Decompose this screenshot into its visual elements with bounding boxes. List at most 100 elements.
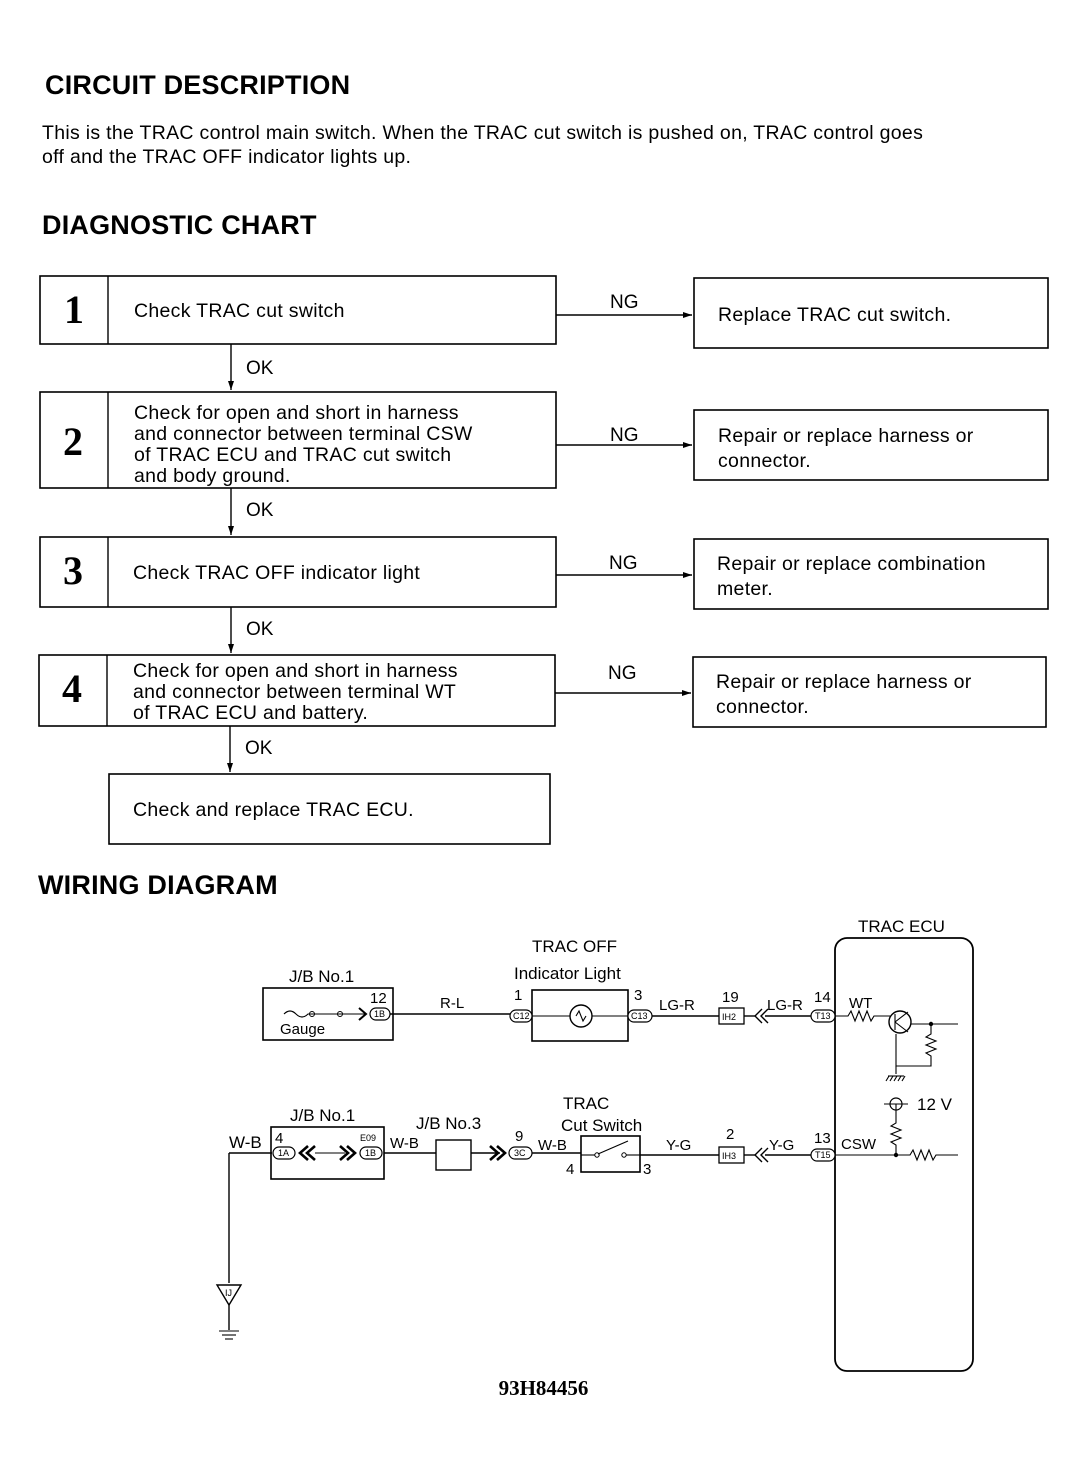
lower-jb1-connector-b-label: 1B [365, 1148, 376, 1158]
step-3-ng-text-line-1: Repair or replace combination [717, 553, 986, 575]
upper-circuit: J/B No.1 Gauge 12 1B R-L TRAC OFF Indica… [262, 937, 958, 1082]
upper-ecu-connector-label: T13 [815, 1011, 831, 1021]
upper-jb-connector-label: 1B [374, 1009, 385, 1019]
step-4-text-line-2: and connector between terminal WT [133, 681, 456, 703]
step-4-number: 4 [62, 666, 82, 711]
wiring-diagram: TRAC ECU J/B No.1 Gauge 12 1B R-L TRAC O… [215, 917, 974, 1372]
step-2-ng-label: NG [610, 425, 639, 446]
wire-lg-r-2-label: LG-R [767, 997, 803, 1014]
circuit-description-line-1: This is the TRAC control main switch. Wh… [42, 122, 924, 144]
supply-voltage-label: 12 V [917, 1095, 953, 1114]
lower-jb1-pin: 4 [275, 1130, 283, 1147]
lower-junction-connector-label: IH3 [722, 1151, 736, 1161]
step-4-text-line-3: of TRAC ECU and battery. [133, 702, 368, 724]
ground-point-icon [215, 1284, 243, 1307]
step-3: 3 Check TRAC OFF indicator light NG Repa… [39, 536, 1049, 610]
lower-junction-pin: 2 [726, 1126, 734, 1143]
step-2-box [39, 391, 557, 489]
step-1-ng-text: Replace TRAC cut switch. [718, 304, 951, 326]
indicator-pin-in: 1 [514, 987, 522, 1004]
ground-wire-label: W-B [229, 1133, 262, 1152]
step-1-ng-box [693, 277, 1049, 349]
step-4-ng-label: NG [608, 663, 637, 684]
indicator-label-2: Indicator Light [514, 964, 621, 983]
step-4-ng-text-line-1: Repair or replace harness or [716, 671, 972, 693]
indicator-connector-out-label: C13 [631, 1011, 648, 1021]
supply-icon [889, 1097, 903, 1111]
wt-resistor-icon [835, 1009, 890, 1023]
step-2-ng-text-line-2: connector. [718, 450, 811, 472]
upper-jb-pin: 12 [370, 990, 387, 1007]
jb3-pin: 9 [515, 1128, 523, 1145]
upper-ecu-pin: 14 [814, 989, 831, 1006]
diagnostic-flowchart: 1 Check TRAC cut switch NG Replace TRAC … [38, 275, 1049, 845]
ok-label-1: OK [246, 358, 274, 379]
step-1: 1 Check TRAC cut switch NG Replace TRAC … [39, 275, 1049, 349]
figure-id: 93H84456 [498, 1376, 589, 1400]
step-3-box [39, 536, 557, 608]
step-3-number: 3 [63, 548, 83, 593]
indicator-pin-out: 3 [634, 987, 642, 1004]
step-2-text-line-1: Check for open and short in harness [134, 402, 459, 424]
gauge-label: Gauge [280, 1021, 325, 1038]
lower-ecu-pin: 13 [814, 1130, 831, 1147]
wire-y-g-1-label: Y-G [666, 1137, 691, 1154]
ecu-terminal-wt: WT [849, 995, 872, 1012]
switch-label-1: TRAC [563, 1094, 609, 1113]
transistor-icon [888, 1010, 912, 1034]
ok-label-4: OK [245, 738, 273, 759]
final-action-box [108, 773, 551, 845]
wiring-diagram-heading: WIRING DIAGRAM [38, 870, 278, 900]
lower-jb1-code: E09 [360, 1133, 376, 1143]
step-2-text-line-2: and connector between terminal CSW [134, 423, 473, 445]
switch-box [580, 1135, 641, 1173]
final-action-text: Check and replace TRAC ECU. [133, 799, 414, 821]
step-1-number: 1 [64, 287, 84, 332]
upper-junction-connector-label: IH2 [722, 1012, 736, 1022]
step-4-text-line-1: Check for open and short in harness [133, 660, 458, 682]
step-1-box [39, 275, 557, 345]
step-3-ng-box [693, 538, 1049, 610]
wire-w-b-2-label: W-B [538, 1137, 567, 1154]
lower-jb1-connector-a [272, 1146, 296, 1160]
step-2-text-line-4: and body ground. [134, 465, 291, 487]
wire-y-g-2-label: Y-G [769, 1137, 794, 1154]
step-1-ng-label: NG [610, 292, 639, 313]
ok-label-3: OK [246, 619, 274, 640]
pullup-resistor-icon [889, 1104, 903, 1155]
indicator-connector-in [509, 1009, 533, 1023]
lower-jb1-label: J/B No.1 [290, 1106, 355, 1125]
step-2-ng-text-line-1: Repair or replace harness or [718, 425, 974, 447]
lower-circuit: W-B IJ J/B No.1 4 1A E09 1B W-B J/B No.3 [215, 1094, 958, 1340]
ecu-terminal-csw: CSW [841, 1136, 877, 1153]
step-4-box [38, 654, 556, 727]
diagnostic-chart-heading: DIAGNOSTIC CHART [42, 210, 317, 240]
step-4: 4 Check for open and short in harness an… [38, 654, 1047, 728]
step-2: 2 Check for open and short in harness an… [39, 391, 1049, 489]
wire-r-l-label: R-L [440, 995, 464, 1012]
switch-contact-icon [597, 1140, 629, 1155]
step-2-number: 2 [63, 419, 83, 464]
step-3-text: Check TRAC OFF indicator light [133, 562, 420, 584]
step-2-ng-box [693, 409, 1049, 481]
ok-label-2: OK [246, 500, 274, 521]
switch-label-2: Cut Switch [561, 1116, 642, 1135]
step-4-ng-box [692, 656, 1047, 728]
switch-pin-in: 4 [566, 1161, 574, 1178]
upper-jb-label: J/B No.1 [289, 967, 354, 986]
step-2-text-line-3: of TRAC ECU and TRAC cut switch [134, 444, 451, 466]
switch-pin-out: 3 [643, 1161, 651, 1178]
step-3-ng-text-line-2: meter. [717, 578, 773, 600]
ground-point-label: IJ [225, 1288, 232, 1298]
indicator-connector-in-label: C12 [513, 1011, 530, 1021]
lower-jb1-connector-a-label: 1A [278, 1148, 289, 1158]
csw-resistor-icon [896, 1148, 958, 1162]
jb3-label: J/B No.3 [416, 1114, 481, 1133]
step-4-ng-text-line-2: connector. [716, 696, 809, 718]
upper-junction-pin: 19 [722, 989, 739, 1006]
wire-lg-r-1-label: LG-R [659, 997, 695, 1014]
lower-ecu-connector-label: T15 [815, 1150, 831, 1160]
wire-w-b-1-label: W-B [390, 1135, 419, 1152]
lower-jb1-connector-b [359, 1146, 383, 1160]
